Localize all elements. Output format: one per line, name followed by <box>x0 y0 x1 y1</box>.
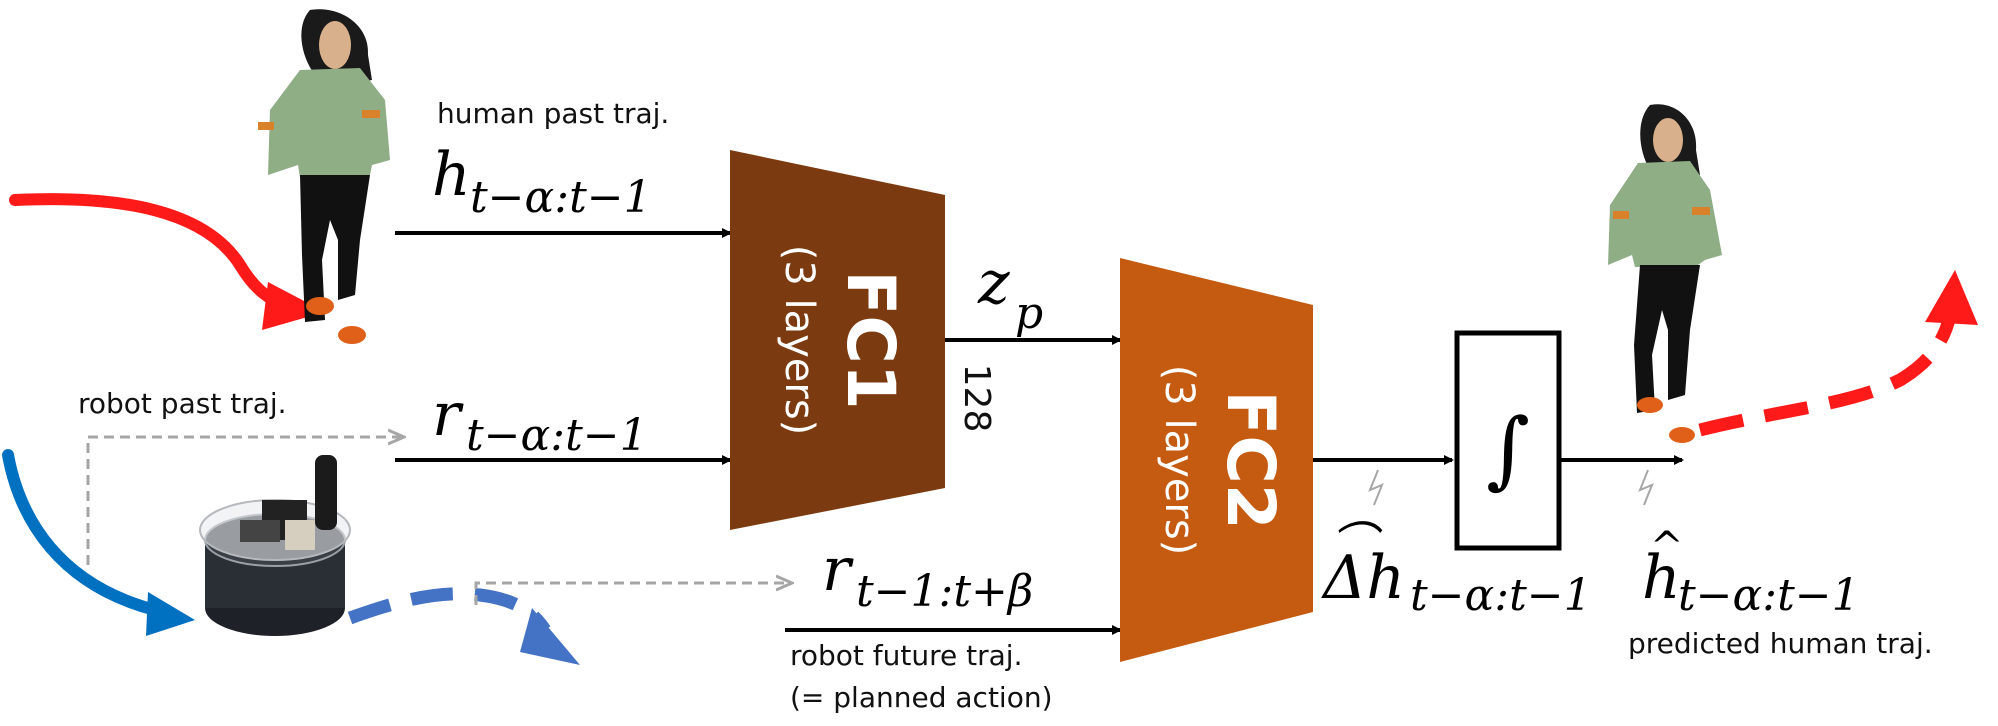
h-hat-subscript: t−α:t−1 <box>1678 570 1860 621</box>
fc2-block: FC2 (3 layers) <box>1120 258 1313 662</box>
robot-past-trajectory <box>2 449 161 616</box>
predicted-human-label: predicted human traj. <box>1628 627 1933 660</box>
robot-past-connector <box>86 437 402 565</box>
h-hat-accent: ^ <box>1650 524 1684 570</box>
planned-action-label: (= planned action) <box>790 681 1053 714</box>
fc2-trapezoid <box>1120 258 1313 662</box>
robot-future-trajectory <box>347 587 551 634</box>
squiggle-marker-1 <box>1368 469 1384 506</box>
delta-h-hat: ⌒ <box>1330 517 1383 571</box>
r-past-symbol: r t−α:t−1 <box>432 380 648 461</box>
h-past-symbol: h t−α:t−1 <box>432 140 652 223</box>
z-p-symbol: z p <box>977 248 1043 339</box>
delta-h-hat-symbol: Δh ⌒ t−α:t−1 <box>1321 517 1592 621</box>
fc1-title: FC1 <box>832 270 909 409</box>
r-past-subscript: t−α:t−1 <box>466 410 648 461</box>
r-past-base: r <box>432 380 464 450</box>
human-figure-left <box>258 9 390 344</box>
h-hat-base: h <box>1642 543 1681 613</box>
predicted-human-trajectory <box>1698 313 1957 437</box>
fc2-subtitle: (3 layers) <box>1156 365 1202 556</box>
delta-h-base: Δh <box>1321 543 1405 613</box>
predicted-human-arrowhead <box>1925 270 1978 325</box>
h-past-subscript: t−α:t−1 <box>470 172 652 223</box>
robot-future-arrowhead <box>520 608 580 665</box>
z-p-subscript: p <box>1015 288 1043 339</box>
h-hat-symbol: h ^ t−α:t−1 <box>1642 524 1860 621</box>
human-past-label: human past traj. <box>437 97 669 130</box>
fc1-trapezoid <box>730 150 945 530</box>
r-future-base: r <box>822 535 854 605</box>
human-past-trajectory <box>9 193 291 311</box>
fc1-block: FC1 (3 layers) <box>730 150 945 530</box>
squiggle-marker-2 <box>1638 469 1654 506</box>
robot-future-label: robot future traj. <box>790 639 1023 672</box>
h-past-base: h <box>432 140 471 210</box>
human-figure-right <box>1608 104 1722 443</box>
robot-past-label: robot past traj. <box>78 387 287 420</box>
fc1-subtitle: (3 layers) <box>776 245 822 436</box>
integrator-block: ∫ <box>1454 330 1562 551</box>
fc2-title: FC2 <box>1212 390 1289 529</box>
r-future-subscript: t−1:t+β <box>856 566 1033 617</box>
integral-symbol: ∫ <box>1486 400 1530 498</box>
r-future-symbol: r t−1:t+β <box>822 535 1033 617</box>
dim-128-label: 128 <box>956 364 997 433</box>
human-past-arrowhead <box>262 282 325 330</box>
robot-figure <box>199 455 351 636</box>
robot-past-arrowhead <box>146 592 195 636</box>
delta-h-subscript: t−α:t−1 <box>1410 570 1592 621</box>
z-p-base: z <box>977 248 1010 318</box>
robot-future-connector <box>474 583 790 605</box>
